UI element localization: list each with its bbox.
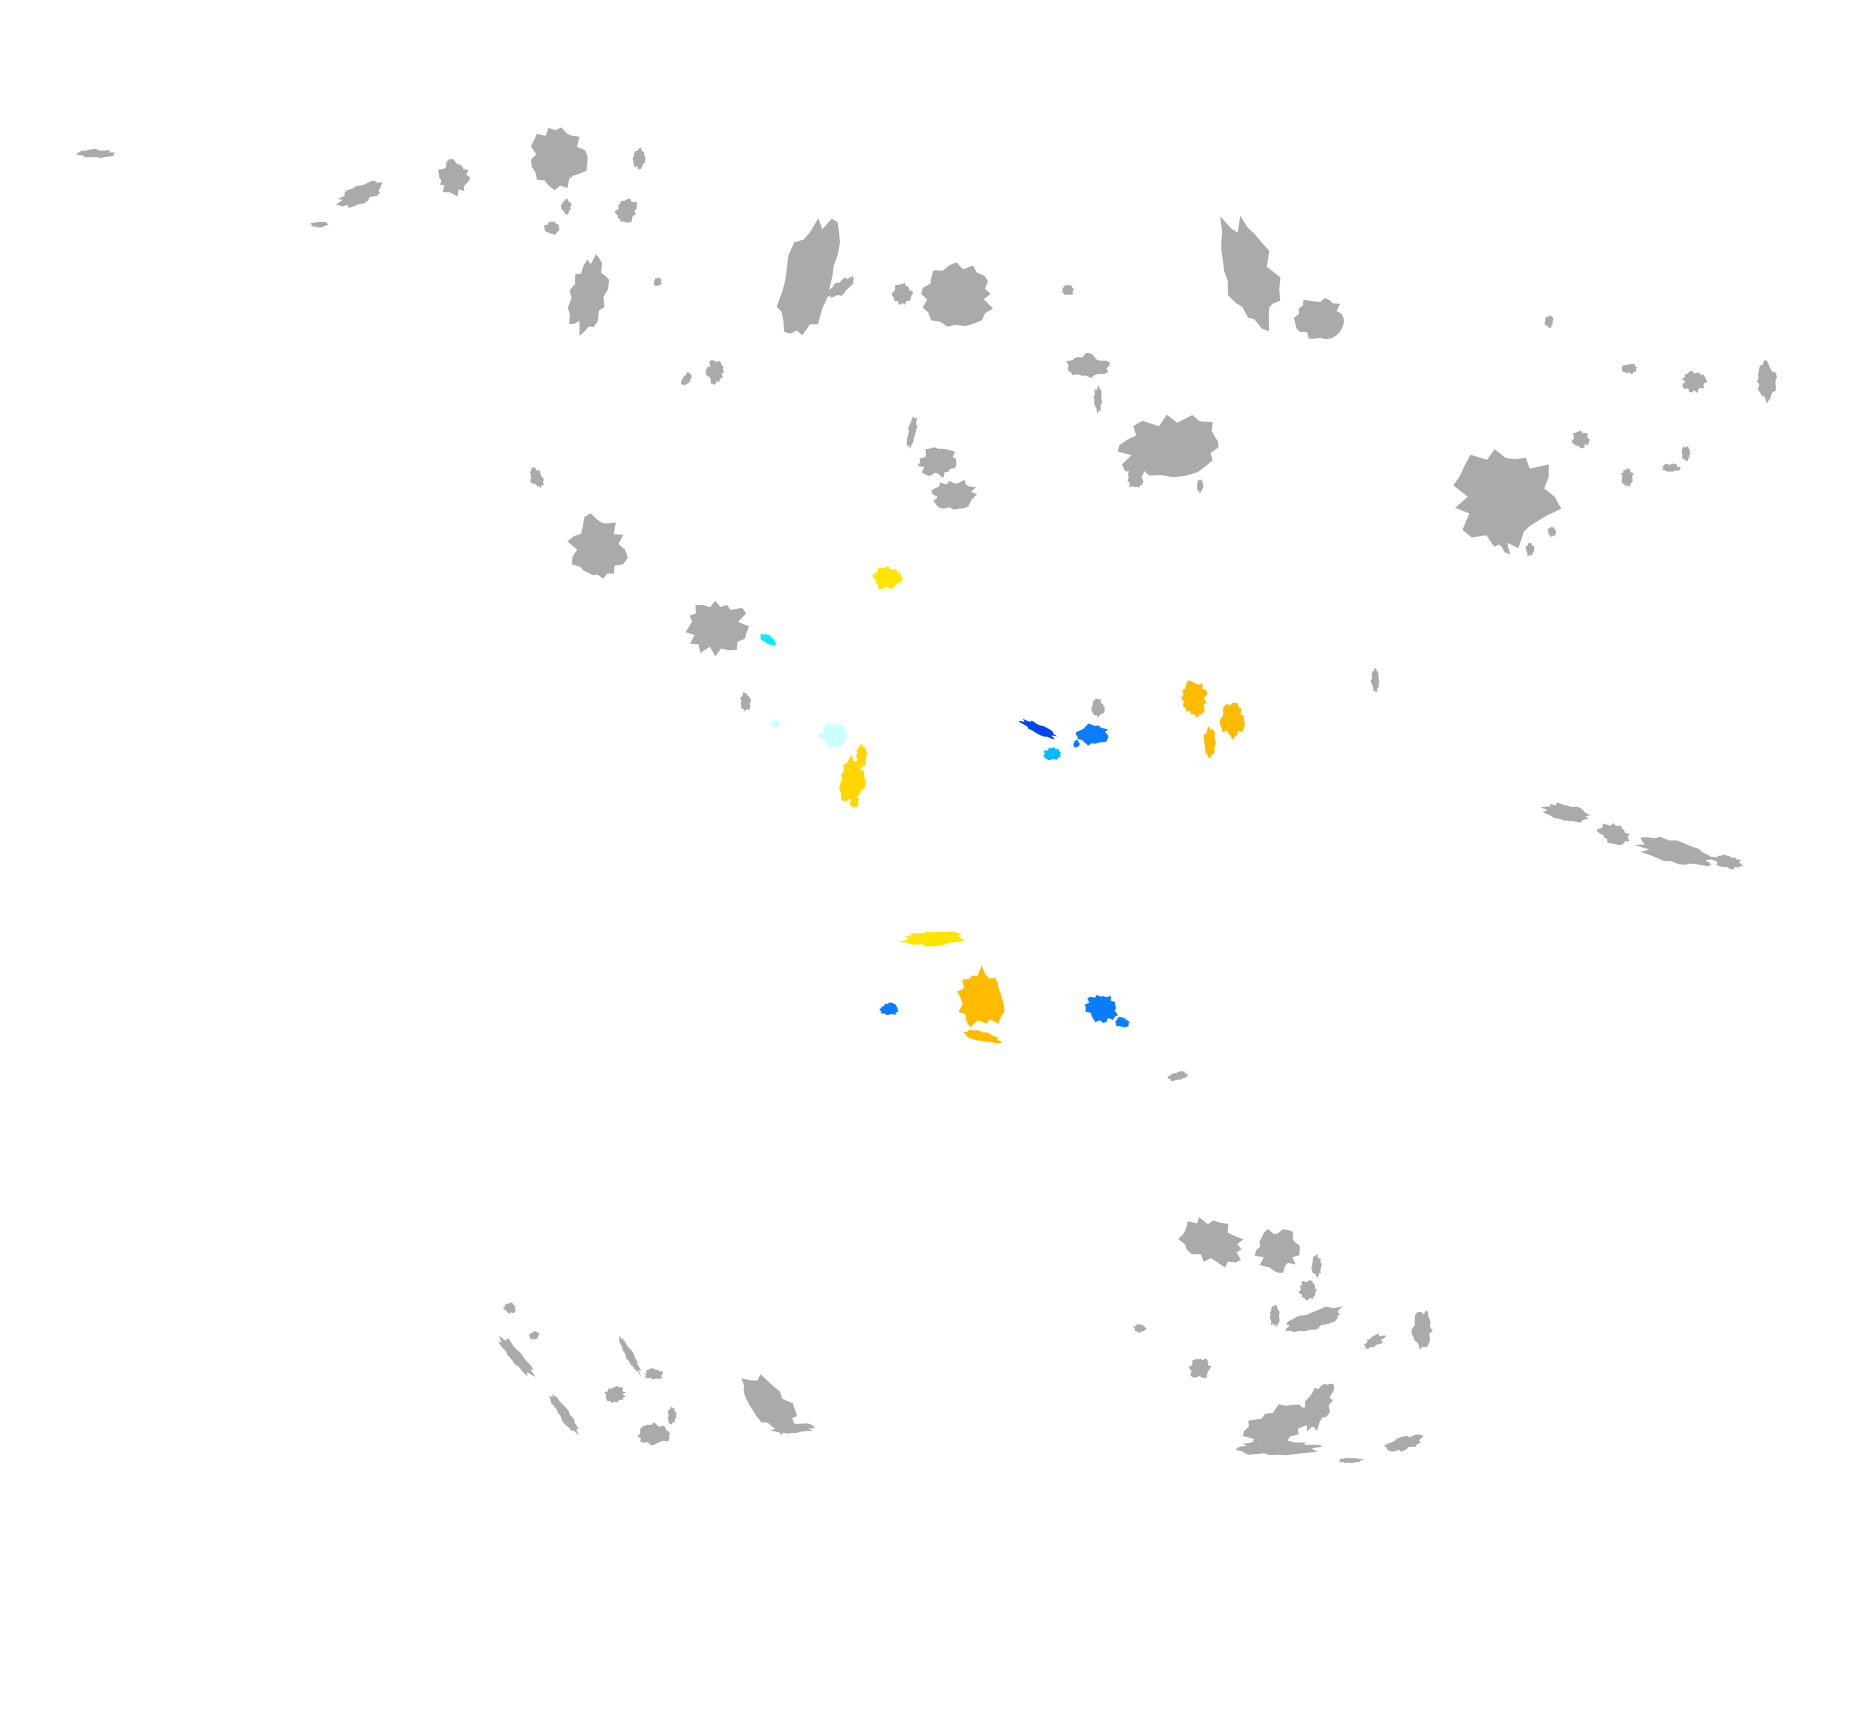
island-shape [653, 277, 662, 286]
island-shape [740, 692, 751, 712]
island-shape [1681, 370, 1708, 394]
highlighted-island-cyan [759, 633, 777, 646]
island-shape [1757, 360, 1777, 404]
island-shape [530, 127, 588, 191]
island-shape [1411, 1310, 1433, 1350]
island-shape [1710, 854, 1744, 870]
island-shape [1117, 414, 1219, 478]
island-shape [921, 262, 994, 327]
island-shape [1596, 823, 1630, 845]
highlighted-island-orange [963, 1029, 1003, 1044]
island-shape [1188, 1358, 1212, 1379]
island-shape [1178, 1217, 1244, 1268]
island-shape [335, 180, 383, 208]
island-shape [1093, 385, 1103, 414]
island-shape [1634, 836, 1715, 867]
island-shape [1681, 446, 1691, 461]
island-shape [1061, 284, 1075, 296]
island-shape [1285, 1306, 1343, 1333]
island-shape [741, 1374, 797, 1435]
island-shape [906, 416, 918, 449]
island-shape [1066, 352, 1111, 378]
island-shape [705, 360, 724, 385]
highlighted-island-azure [1084, 994, 1119, 1023]
island-shape [560, 198, 572, 215]
island-shape [1384, 1434, 1424, 1452]
island-shape [1525, 542, 1535, 557]
island-shape [1254, 1229, 1300, 1273]
island-shape [1540, 802, 1591, 823]
island-shape [1127, 456, 1144, 488]
highlighted-island-gold [839, 754, 866, 805]
highlighted-island-sky-blue [1043, 747, 1061, 760]
island-shape [567, 254, 610, 336]
island-shape [1196, 478, 1204, 494]
island-shape [618, 1335, 642, 1378]
island-shape [667, 1406, 677, 1425]
island-shape [1547, 526, 1557, 537]
island-shape [1293, 297, 1344, 340]
island-shape [1571, 430, 1590, 449]
island-shape [75, 148, 116, 159]
island-shape [644, 1368, 664, 1380]
island-shape [1133, 1324, 1147, 1333]
island-shape [1311, 1254, 1322, 1278]
island-shape [1220, 215, 1281, 332]
island-shape [1301, 1383, 1335, 1432]
island-shape [770, 1422, 815, 1434]
island-shape [543, 221, 560, 235]
island-shape [1167, 1071, 1189, 1082]
island-shape [604, 1385, 626, 1404]
highlighted-island-azure [1073, 739, 1080, 748]
island-shape [1621, 363, 1638, 375]
island-shape [1338, 1458, 1364, 1464]
highlighted-island-azure [1114, 1016, 1130, 1028]
island-shape [502, 1302, 516, 1314]
highlighted-island-azure [879, 1002, 899, 1015]
highlighted-island-yellow [872, 565, 903, 590]
island-shape [1242, 1404, 1314, 1448]
island-shape [1661, 463, 1681, 472]
highlighted-island-yellow [898, 931, 965, 947]
highlighted-island-pale-cyan [818, 722, 850, 748]
island-shape [567, 513, 628, 579]
island-shape [1269, 1304, 1280, 1328]
island-shape [891, 282, 913, 306]
island-shape [1364, 1333, 1386, 1350]
highlighted-island-gold [855, 743, 868, 769]
island-shape [1236, 1440, 1323, 1456]
island-shape [1298, 1280, 1318, 1301]
island-shape [931, 479, 978, 510]
island-shape [310, 221, 329, 228]
island-shape [685, 600, 750, 657]
island-shape [549, 1393, 579, 1436]
island-shape [528, 1331, 540, 1341]
island-shape [680, 372, 692, 386]
base-land-layer [75, 127, 1777, 1464]
highlighted-island-gold [849, 793, 860, 808]
island-shape [438, 159, 471, 197]
island-shape [825, 275, 855, 298]
highlighted-regions-layer [759, 565, 1245, 1044]
island-shape [529, 467, 545, 489]
highlighted-island-orange [957, 965, 1005, 1028]
highlighted-island-orange [1219, 702, 1245, 740]
island-shape [637, 1422, 670, 1445]
island-shape [632, 147, 646, 170]
island-shape [917, 447, 957, 479]
highlighted-island-blue [1018, 718, 1058, 740]
highlighted-island-azure [1075, 723, 1109, 746]
island-shape [776, 218, 840, 336]
island-shape [1453, 449, 1562, 549]
island-shape [1489, 514, 1511, 555]
island-shape [1620, 467, 1634, 488]
highlighted-island-pale-cyan [769, 718, 781, 729]
island-shape [1091, 698, 1105, 718]
highlighted-island-orange [1181, 680, 1208, 718]
island-shape [498, 1335, 536, 1377]
highlighted-island-orange [1203, 726, 1216, 758]
island-shape [1370, 667, 1380, 692]
island-shape [1544, 315, 1554, 329]
island-shape [614, 198, 637, 223]
